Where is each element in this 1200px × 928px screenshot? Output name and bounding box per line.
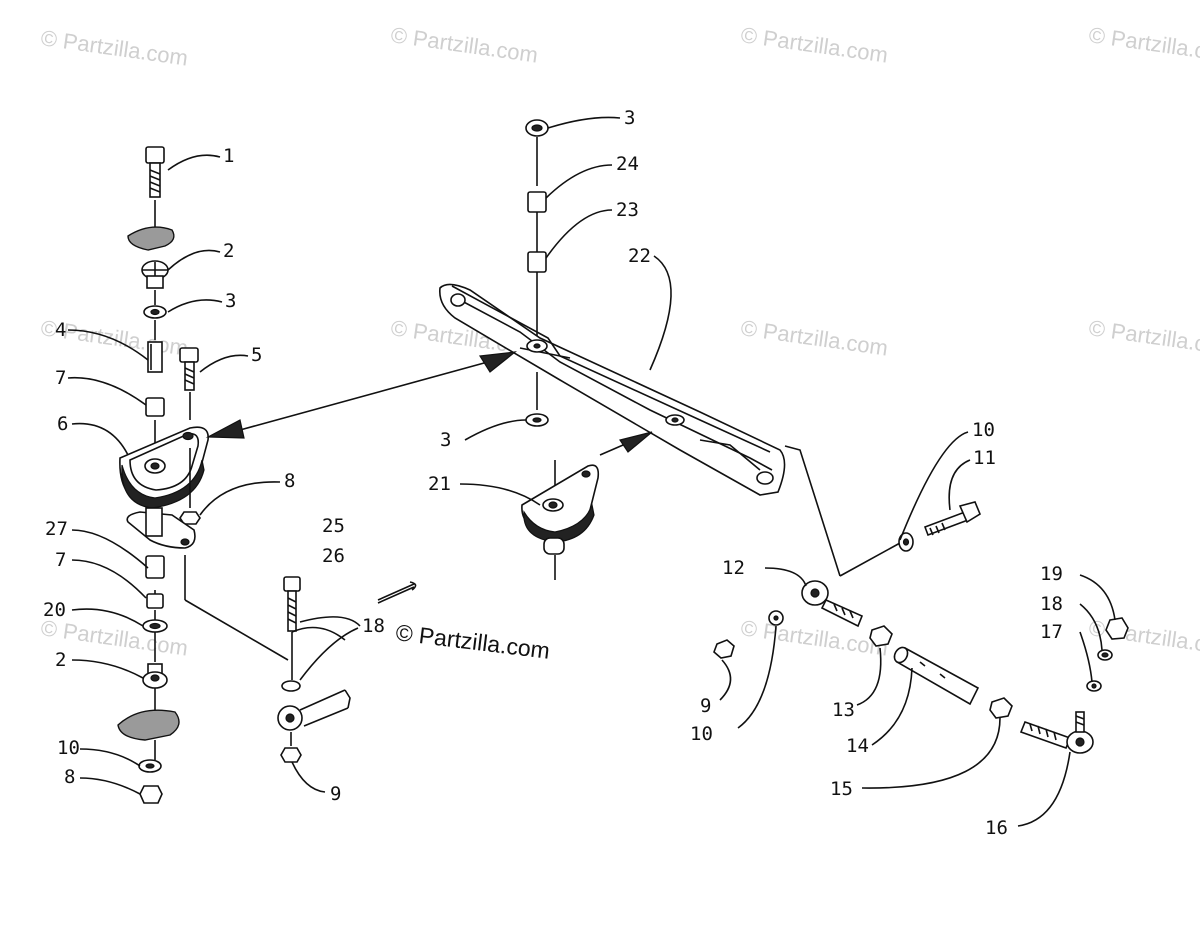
callout-labels: 1 2 3 4 5 7 6 8 27 7 20 2 10 8 25 26 18 … <box>43 107 1063 839</box>
sleeve-pin <box>147 341 163 373</box>
lower-bracket <box>126 507 196 549</box>
left-mount-stack <box>117 146 289 804</box>
callout-9: 9 <box>700 695 711 717</box>
callout-8: 8 <box>64 766 75 788</box>
callout-19: 19 <box>1040 563 1063 585</box>
bushing <box>145 397 165 417</box>
tie-rod-assembly <box>713 501 1129 754</box>
bolt <box>179 347 199 391</box>
nut <box>179 511 201 525</box>
callout-3: 3 <box>225 290 236 312</box>
callout-14: 14 <box>846 735 869 757</box>
callout-26: 26 <box>322 545 345 567</box>
arrow-head-icon <box>619 431 653 453</box>
callout-12: 12 <box>722 557 745 579</box>
callout-3: 3 <box>440 429 451 451</box>
callout-23: 23 <box>616 199 639 221</box>
washer <box>281 680 301 692</box>
watermark: © Partzilla.com <box>739 615 889 660</box>
ball-joint <box>142 663 168 689</box>
callout-13: 13 <box>832 699 855 721</box>
nut <box>280 747 302 763</box>
steering-arm-assembly <box>438 119 901 580</box>
callout-2: 2 <box>55 649 66 671</box>
bolt <box>923 501 982 537</box>
watermark: © Partzilla.com <box>39 25 189 70</box>
center-link-hardware <box>277 576 417 763</box>
bushing <box>527 191 547 213</box>
mount-plate <box>127 226 175 251</box>
nut <box>1105 617 1129 640</box>
callout-25: 25 <box>322 515 345 537</box>
callout-18: 18 <box>1040 593 1063 615</box>
ball-joint <box>141 260 169 289</box>
rod-end <box>277 689 351 731</box>
callout-10: 10 <box>972 419 995 441</box>
callout-10: 10 <box>690 723 713 745</box>
bushing <box>145 555 165 579</box>
callout-17: 17 <box>1040 621 1063 643</box>
mount-plate <box>117 709 180 741</box>
watermark: © Partzilla.com <box>1087 22 1200 67</box>
callout-20: 20 <box>43 599 66 621</box>
bolt <box>283 576 301 632</box>
nut <box>139 785 163 804</box>
callout-15: 15 <box>830 778 853 800</box>
copyright-notice: © Partzilla.com <box>394 619 551 664</box>
callout-7: 7 <box>55 549 66 571</box>
spacer <box>146 593 164 609</box>
watermark: © Partzilla.com <box>739 315 889 360</box>
engine-mount <box>119 426 209 509</box>
callout-10: 10 <box>57 737 80 759</box>
cotter-pin <box>377 581 417 604</box>
callout-2: 2 <box>223 240 234 262</box>
arrow-head-icon <box>478 351 518 373</box>
callout-27: 27 <box>45 518 68 540</box>
callout-8: 8 <box>284 470 295 492</box>
callout-1: 1 <box>223 145 234 167</box>
direction-arrows <box>205 351 653 456</box>
bolt <box>145 146 165 198</box>
nut <box>713 639 735 659</box>
watermark: © Partzilla.com <box>389 22 539 67</box>
rod-end <box>801 580 864 628</box>
leader-line <box>784 445 841 577</box>
callout-leaders <box>67 116 1116 827</box>
nut <box>989 697 1013 719</box>
callout-16: 16 <box>985 817 1008 839</box>
callout-22: 22 <box>628 245 651 267</box>
rod-end <box>1019 711 1094 754</box>
callout-6: 6 <box>57 413 68 435</box>
engine-mount <box>521 464 600 555</box>
bushing <box>527 251 547 273</box>
callout-9: 9 <box>330 783 341 805</box>
watermark: © Partzilla.com <box>739 22 889 67</box>
center-arm <box>438 283 786 496</box>
callout-18: 18 <box>362 615 385 637</box>
callout-11: 11 <box>973 447 996 469</box>
adjuster-sleeve <box>893 646 980 706</box>
callout-4: 4 <box>55 319 66 341</box>
callout-21: 21 <box>428 473 451 495</box>
callout-7: 7 <box>55 367 66 389</box>
arrow-head-icon <box>205 419 245 439</box>
callout-3: 3 <box>624 107 635 129</box>
callout-24: 24 <box>616 153 639 175</box>
nut <box>869 625 893 647</box>
watermark: © Partzilla.com <box>1087 315 1200 360</box>
callout-5: 5 <box>251 344 262 366</box>
